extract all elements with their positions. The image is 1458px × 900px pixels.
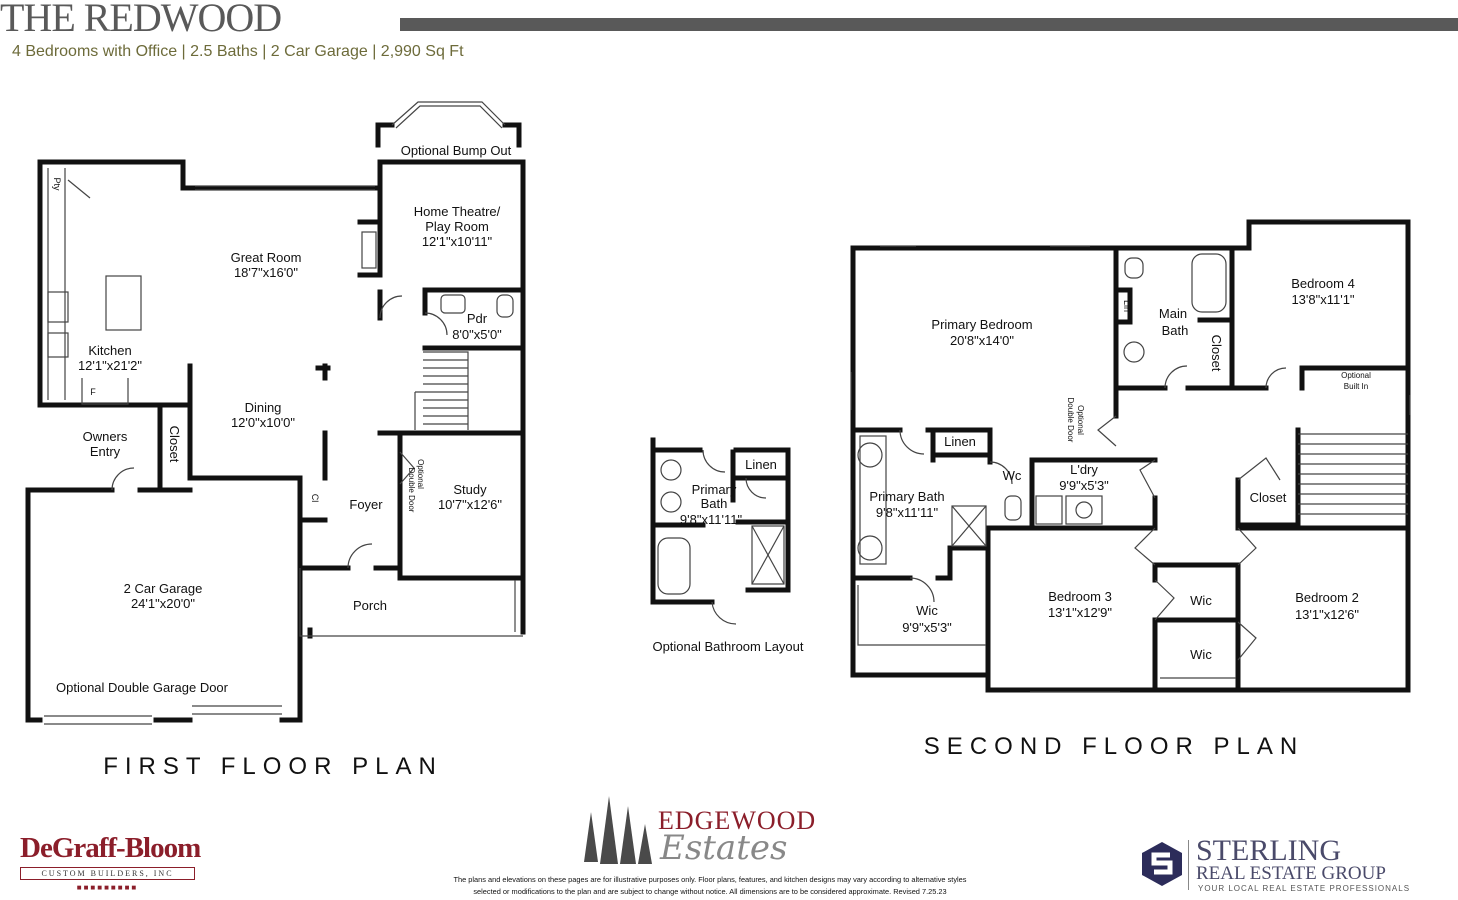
label-powder-room-dim: 8'0"x5'0" [452, 327, 502, 342]
sterling-subtitle: REAL ESTATE GROUP [1196, 863, 1386, 884]
plan-title: THE REDWOOD [0, 0, 282, 40]
label-optional-double-garage-door: Optional Double Garage Door [56, 680, 229, 695]
edgewood-logo-title: EDGEWOOD [658, 806, 817, 835]
header-bar [400, 18, 1458, 31]
label-home-theatre-2: Play Room [425, 219, 489, 234]
label-optional-bathroom-layout: Optional Bathroom Layout [652, 639, 803, 654]
degraff-bloom-logo: DeGraff-Bloom CUSTOM BUILDERS, INC ■■■■■… [20, 832, 201, 892]
label-linen-primary: Linen [944, 434, 976, 449]
degraff-bloom-subtitle: CUSTOM BUILDERS, INC [20, 867, 195, 880]
plan-subtitle: 4 Bedrooms with Office | 2.5 Baths | 2 C… [12, 43, 464, 60]
label-optional-built-in-1: Optional [1341, 371, 1371, 380]
first-floor-details [44, 101, 523, 725]
disclaimer-line-1: The plans and elevations on these pages … [453, 875, 967, 884]
label-pantry: Pty [52, 177, 62, 191]
label-primary-bedroom: Primary Bedroom [931, 317, 1032, 332]
label-owners-entry-2: Entry [90, 444, 121, 459]
label-kitchen-dim: 12'1"x21'2" [78, 358, 142, 373]
label-home-theatre-1: Home Theatre/ [414, 204, 501, 219]
label-closet-vertical: Closet [1209, 335, 1224, 372]
label-primary-bath-dim: 9'8"x11'11" [876, 505, 939, 520]
label-fridge: F [90, 387, 96, 397]
label-owners-entry-1: Owners [83, 429, 128, 444]
label-wic-primary-dim: 9'9"x5'3" [902, 620, 952, 635]
optional-bath-walls [650, 437, 791, 605]
label-wic-bedroom-2: Wic [1190, 647, 1212, 662]
label-bedroom-3-dim: 13'1"x12'9" [1048, 605, 1112, 620]
label-opt-primary: Primary [692, 482, 737, 497]
label-opt-linen: Linen [745, 457, 777, 472]
label-laundry-dim: 9'9"x5'3" [1059, 478, 1109, 493]
degraff-bloom-dots: ■■■■■■■■■ [76, 883, 139, 892]
label-great-room-dim: 18'7"x16'0" [234, 265, 298, 280]
label-optional-double-door-1: Optional [416, 459, 425, 489]
label-bedroom-4-dim: 13'8"x11'1" [1291, 292, 1354, 307]
label-bedroom-4: Bedroom 4 [1291, 276, 1355, 291]
label-foyer: Foyer [349, 497, 383, 512]
sterling-name: STERLING [1196, 834, 1341, 867]
second-floor-labels: Primary Bedroom 20'8"x14'0" Lin Main Bat… [869, 276, 1371, 760]
second-floor-title: SECOND FLOOR PLAN [924, 733, 1304, 760]
label-closet-first: Closet [167, 426, 182, 463]
label-study-dim: 10'7"x12'6" [438, 497, 502, 512]
optional-bath-labels: Linen Primary Bath 9'8"x11'11" Optional … [652, 457, 803, 654]
label-study: Study [453, 482, 487, 497]
label-garage: 2 Car Garage [124, 581, 203, 596]
label-bedroom-3: Bedroom 3 [1048, 589, 1112, 604]
label-optional-built-in-2: Built In [1344, 382, 1368, 391]
degraff-bloom-name: DeGraff-Bloom [20, 832, 201, 864]
label-primary-bedroom-dim: 20'8"x14'0" [950, 333, 1014, 348]
label-wc: Wc [1003, 468, 1022, 483]
label-dining: Dining [245, 400, 282, 415]
second-floor-walls [850, 219, 1411, 693]
label-garage-dim: 24'1"x20'0" [131, 596, 195, 611]
first-floor-labels: Optional Bump Out Pty Home Theatre/ Play… [52, 143, 512, 780]
label-kitchen: Kitchen [88, 343, 131, 358]
label-powder-room: Pdr [467, 311, 488, 326]
first-floor-title: FIRST FLOOR PLAN [103, 753, 443, 780]
label-optional-double-door-2f-1: Optional [1076, 405, 1085, 435]
second-floor-details [850, 219, 1411, 693]
label-optional-double-door-2f-2: Double Door [1066, 398, 1075, 443]
label-opt-bath-dim: 9'8"x11'11" [680, 512, 743, 527]
label-wic-bedroom-3: Wic [1190, 593, 1212, 608]
label-great-room: Great Room [231, 250, 302, 265]
sterling-divider [1188, 840, 1189, 890]
sterling-tagline: YOUR LOCAL REAL ESTATE PROFESSIONALS [1198, 884, 1411, 893]
disclaimer: The plans and elevations on these pages … [440, 874, 980, 898]
edgewood-logo-script: Estates [660, 828, 788, 868]
label-main-bath-2: Bath [1162, 323, 1189, 338]
label-home-theatre-dim: 12'1"x10'11" [422, 234, 493, 249]
label-laundry: L'dry [1070, 462, 1098, 477]
label-dining-dim: 12'0"x10'0" [231, 415, 295, 430]
pine-trees-icon [584, 796, 652, 864]
label-closet-hall: Closet [1250, 490, 1287, 505]
sterling-logo-icon [1142, 842, 1182, 886]
label-primary-bath: Primary Bath [869, 489, 944, 504]
label-porch: Porch [353, 598, 387, 613]
optional-bath-details [657, 449, 785, 625]
label-bedroom-2: Bedroom 2 [1295, 590, 1359, 605]
label-opt-bath: Bath [701, 496, 728, 511]
label-wic-primary: Wic [916, 603, 938, 618]
label-linen-main: Lin [1122, 300, 1132, 312]
label-optional-double-door-2: Double Door [407, 468, 416, 513]
disclaimer-line-2: selected or modifications to the plan an… [473, 887, 947, 896]
label-coat-closet: Cl [310, 494, 320, 503]
label-optional-bump-out: Optional Bump Out [401, 143, 512, 158]
first-floor-walls [25, 122, 526, 723]
label-main-bath-1: Main [1159, 306, 1187, 321]
label-bedroom-2-dim: 13'1"x12'6" [1295, 607, 1359, 622]
